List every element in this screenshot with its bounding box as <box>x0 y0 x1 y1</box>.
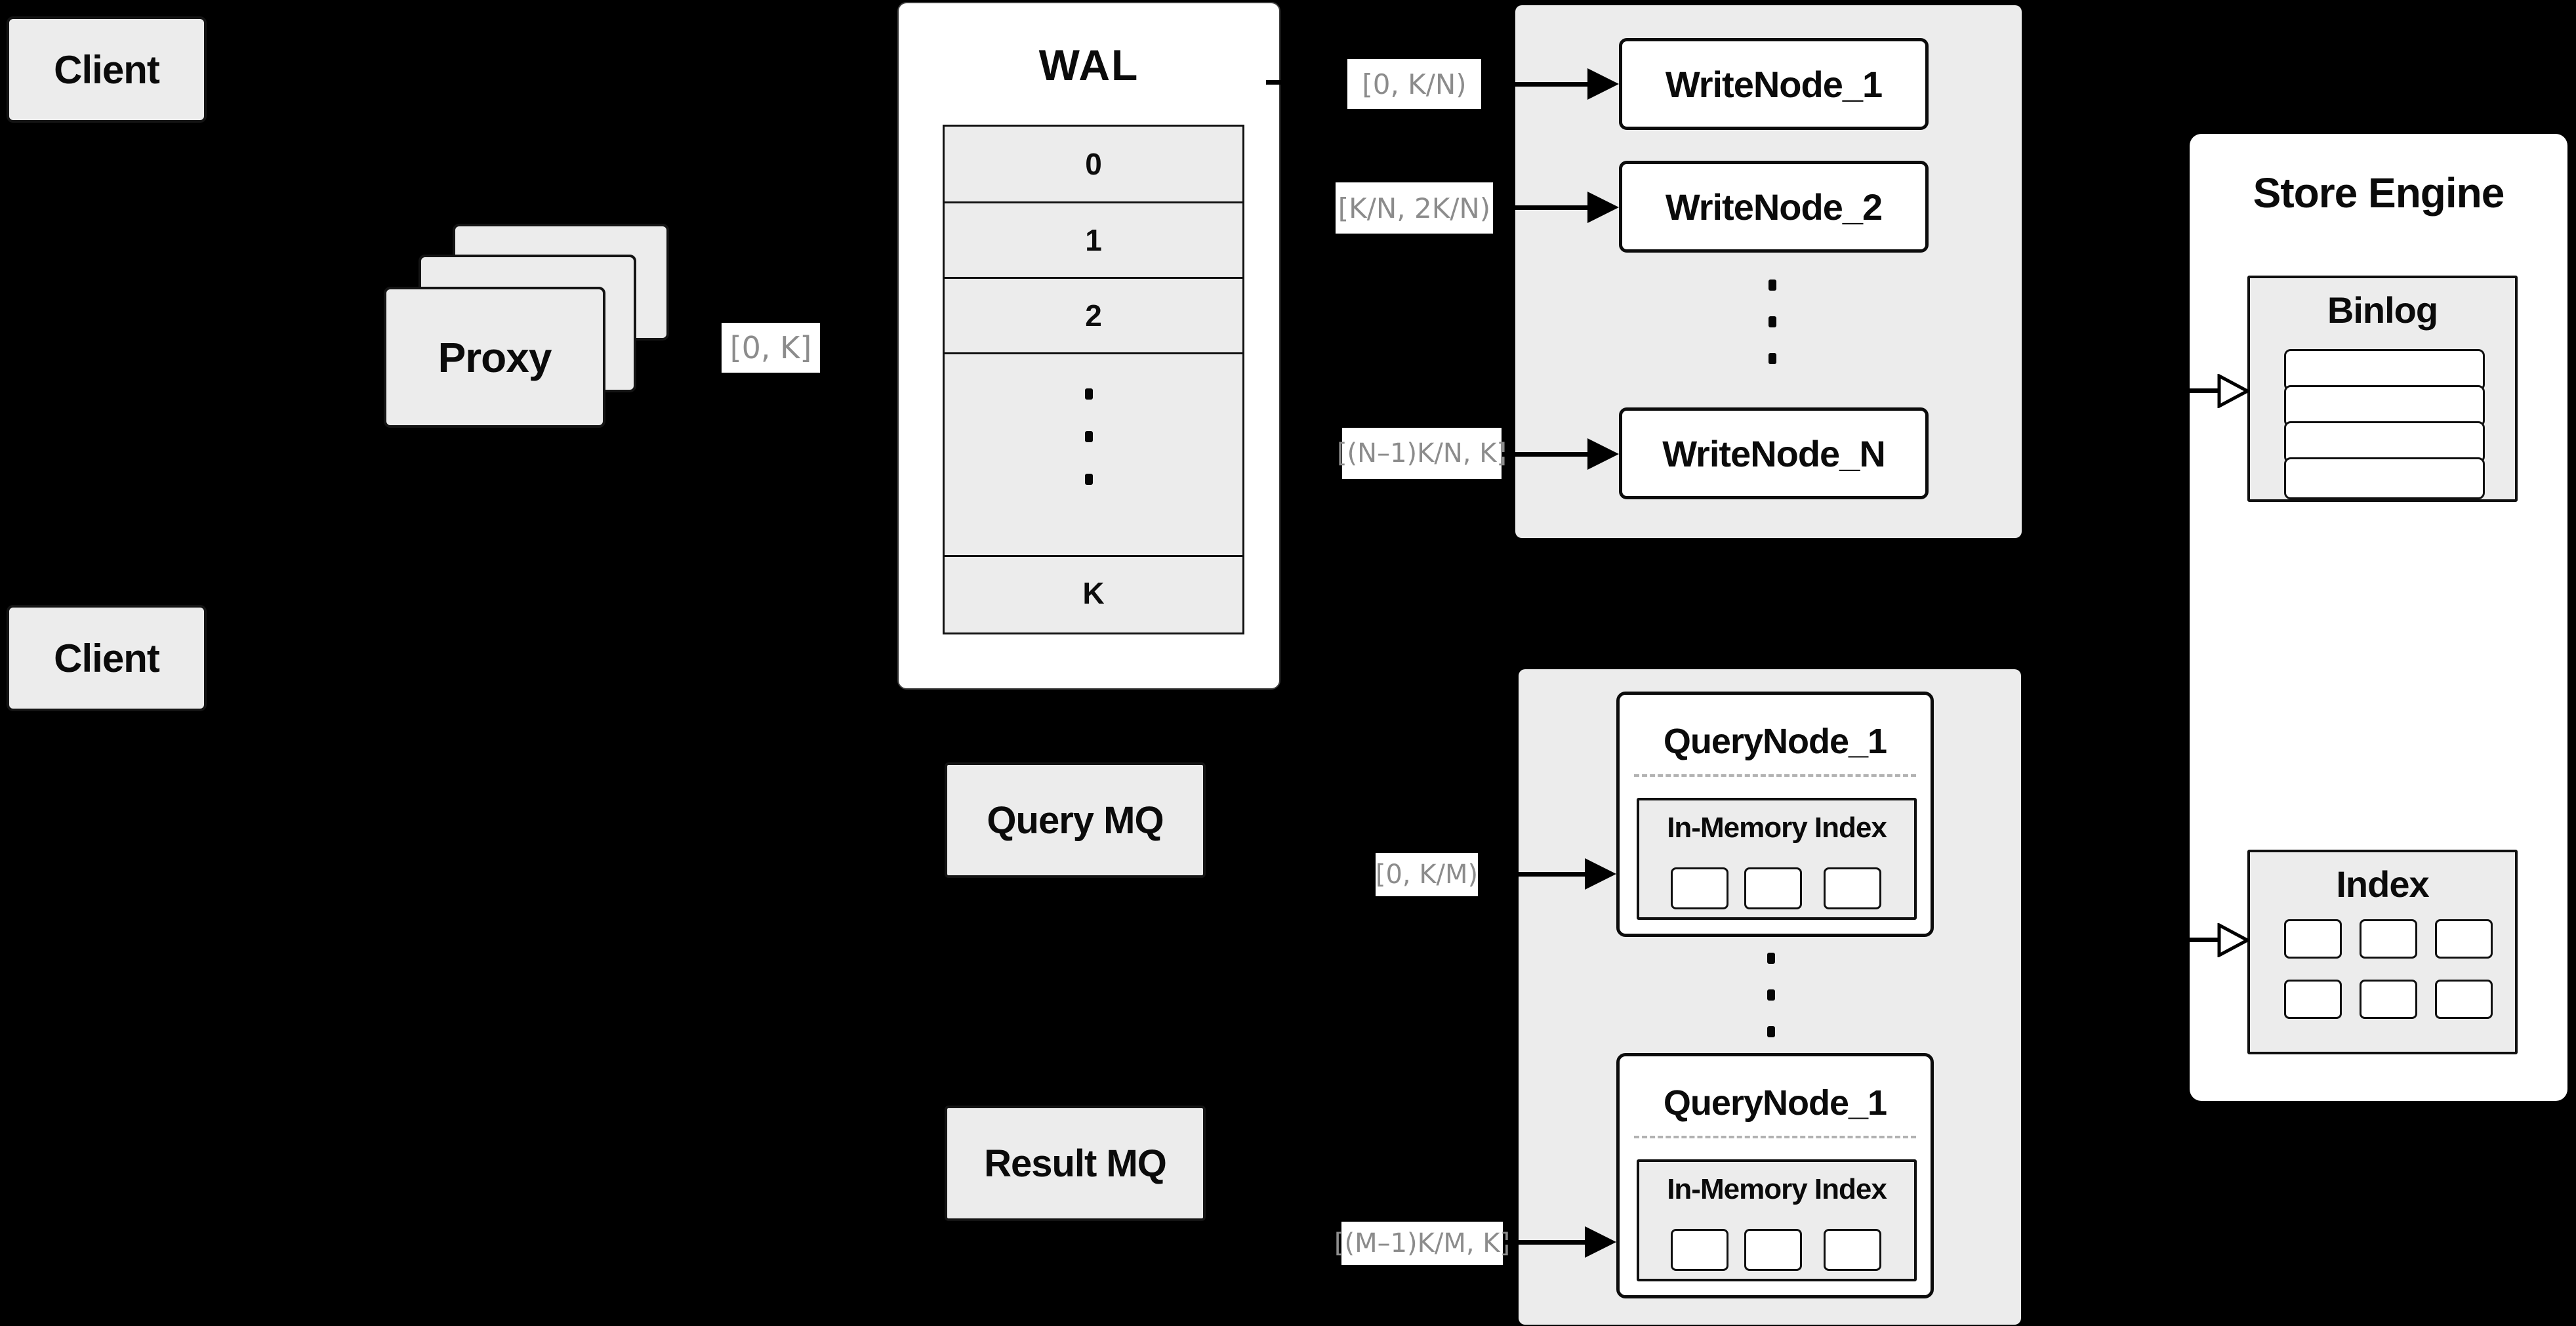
client-bottom-node: Client <box>7 605 207 711</box>
query-node-2-title-wrap: QueryNode_1 <box>1620 1080 1931 1126</box>
wal-title-wrap: WAL <box>899 37 1279 93</box>
arrow-head-query-1 <box>1585 858 1616 890</box>
index-segment-cell <box>1671 1229 1728 1271</box>
binlog-row-cell <box>2284 457 2485 499</box>
query-mq-label: Query MQ <box>987 798 1164 842</box>
inmemory-title-wrap: In-Memory Index <box>1639 1171 1914 1208</box>
query-node-1-title: QueryNode_1 <box>1663 722 1887 761</box>
wal-segment-0: 0 <box>1085 147 1102 181</box>
index-box: Index <box>2247 850 2518 1054</box>
write-node-1: WriteNode_1 <box>1619 38 1929 130</box>
query-ellipsis-dot <box>1767 1026 1775 1037</box>
index-cell <box>2435 919 2493 959</box>
index-segment-cell <box>1671 867 1728 909</box>
index-cell <box>2360 980 2417 1019</box>
index-cell <box>2360 919 2417 959</box>
arrow-line-write-n <box>1502 452 1589 457</box>
query-node-2-inmemory-index: In-Memory Index <box>1637 1159 1917 1281</box>
wal-segment-2: 2 <box>945 277 1242 352</box>
query-node-1: QueryNode_1 In-Memory Index <box>1616 692 1934 937</box>
range-label-query-1: [0, K/M) <box>1376 853 1478 896</box>
binlog-title-wrap: Binlog <box>2250 289 2515 331</box>
index-title: Index <box>2336 863 2429 905</box>
client-bottom-label: Client <box>54 636 160 680</box>
arrow-head-write-1 <box>1587 68 1619 100</box>
index-segment-cell <box>1744 867 1802 909</box>
store-engine-container: Store Engine Binlog Index <box>2190 134 2567 1101</box>
index-segment-cell <box>1744 1229 1802 1271</box>
proxy-node: Proxy <box>384 287 605 428</box>
write-node-2: WriteNode_2 <box>1619 161 1929 253</box>
store-engine-title: Store Engine <box>2253 169 2505 217</box>
arrow-head-write-2 <box>1587 192 1619 223</box>
wal-ellipsis-dot <box>1085 474 1093 485</box>
store-engine-title-wrap: Store Engine <box>2190 160 2567 226</box>
query-node-1-divider <box>1634 774 1916 777</box>
write-node-1-label: WriteNode_1 <box>1665 63 1883 105</box>
arrow-line-write-1 <box>1481 82 1589 87</box>
query-node-2: QueryNode_1 In-Memory Index <box>1616 1053 1934 1298</box>
arrow-head-index-open <box>2217 923 2250 957</box>
write-ellipsis-dot <box>1768 316 1776 327</box>
write-ellipsis-dot <box>1768 353 1776 364</box>
query-mq-node: Query MQ <box>945 762 1206 878</box>
query-node-1-inmemory-index: In-Memory Index <box>1637 798 1917 920</box>
client-top-node: Client <box>7 16 207 123</box>
binlog-row-cell <box>2284 385 2485 427</box>
index-cell <box>2435 980 2493 1019</box>
arrow-line-query-1 <box>1478 872 1587 877</box>
index-segment-cell <box>1824 1229 1881 1271</box>
write-ellipsis-dot <box>1768 280 1776 291</box>
range-label-write-1: [0, K/N) <box>1347 59 1481 109</box>
write-node-2-label: WriteNode_2 <box>1665 186 1883 228</box>
wal-segment-table: 0 1 2 K <box>943 125 1244 634</box>
range-label-proxy-wal: [0, K] <box>722 323 820 373</box>
query-node-1-inmemory-title: In-Memory Index <box>1667 812 1887 844</box>
query-node-2-divider <box>1634 1136 1916 1138</box>
inmemory-title-wrap: In-Memory Index <box>1639 810 1914 846</box>
binlog-title: Binlog <box>2327 289 2438 331</box>
client-top-label: Client <box>54 47 160 92</box>
arrow-line-binlog <box>2190 388 2221 393</box>
binlog-row-cell <box>2284 349 2485 391</box>
wal-write-connector-stub <box>1266 80 1286 85</box>
result-mq-node: Result MQ <box>945 1106 1206 1221</box>
wal-segment-k: K <box>945 555 1242 629</box>
wal-title: WAL <box>1038 41 1139 89</box>
arrow-line-write-2 <box>1493 205 1589 210</box>
arrow-head-binlog-open <box>2217 374 2250 408</box>
arrow-head-write-n <box>1587 438 1619 470</box>
proxy-label: Proxy <box>438 333 552 381</box>
wal-ellipsis-dot <box>1085 431 1093 442</box>
range-label-query-m: [(M–1)K/M, K] <box>1334 1222 1510 1265</box>
query-node-1-title-wrap: QueryNode_1 <box>1620 718 1931 764</box>
index-segment-cell <box>1824 867 1881 909</box>
wal-ellipsis-dot <box>1085 388 1093 400</box>
write-node-n: WriteNode_N <box>1619 407 1929 499</box>
range-label-write-2: [K/N, 2K/N) <box>1336 182 1493 234</box>
index-cell <box>2284 980 2342 1019</box>
result-mq-label: Result MQ <box>984 1142 1167 1185</box>
wal-segment-ellipsis <box>945 352 1242 555</box>
query-node-2-title: QueryNode_1 <box>1663 1083 1887 1123</box>
binlog-row-cell <box>2284 421 2485 463</box>
arrow-head-query-2 <box>1585 1226 1616 1258</box>
range-label-write-n: [(N–1)K/N, K] <box>1337 428 1507 479</box>
query-node-2-inmemory-title: In-Memory Index <box>1667 1173 1887 1205</box>
arrow-line-index <box>2190 938 2221 942</box>
wal-container: WAL 0 1 2 K <box>897 2 1280 690</box>
query-ellipsis-dot <box>1767 953 1775 964</box>
binlog-box: Binlog <box>2247 276 2518 502</box>
arrow-line-query-2 <box>1503 1240 1587 1245</box>
index-cell <box>2284 919 2342 959</box>
index-title-wrap: Index <box>2250 863 2515 905</box>
write-node-n-label: WriteNode_N <box>1662 432 1886 474</box>
query-ellipsis-dot <box>1767 989 1775 1001</box>
wal-segment-1: 1 <box>945 201 1242 277</box>
